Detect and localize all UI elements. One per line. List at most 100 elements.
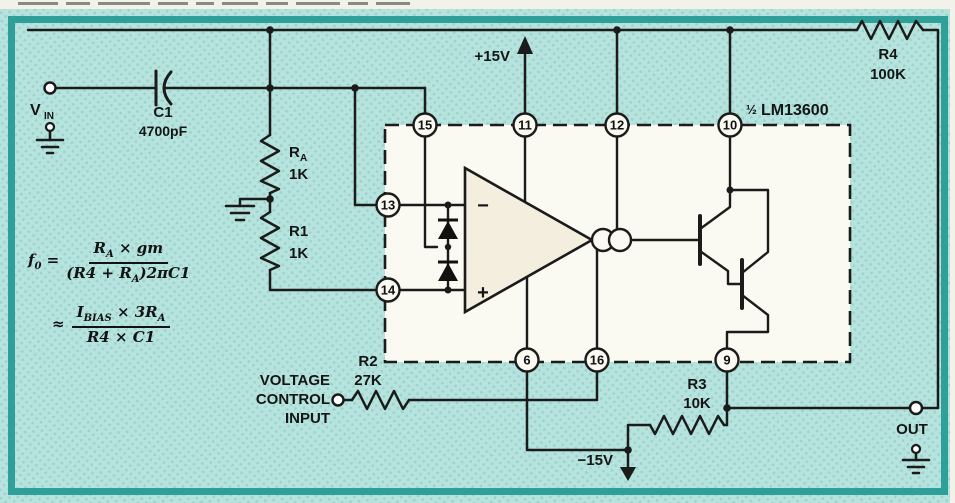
pin-6 [514,347,540,373]
formula-fraction-1: RA × gm (R4 + RA)2πC1 [66,239,191,285]
wire-pin13-branch [353,86,379,207]
terminal-control-input [331,393,345,407]
pin-13 [375,192,401,218]
pin-15 [412,112,438,138]
pin-16 [584,347,610,373]
pin-10 [717,112,743,138]
r1-value: 1K [289,245,308,262]
control-input-label-line2: CONTROL [256,391,330,408]
terminal-out [908,400,924,416]
wire-r2-to-pin16 [407,370,599,402]
resistor-r3 [648,414,726,436]
ground-symbol-output [901,443,931,475]
pin-14-number: 14 [381,283,396,298]
wire-r1-to-pin14 [268,268,379,292]
junction-dot [351,84,359,92]
ic-part-label: LM13600 [761,102,829,119]
plus15v-arrow [517,36,533,54]
frequency-formula-line1: f0 = RA × gm (R4 + RA)2πC1 [28,239,191,285]
junction-dot [444,201,452,209]
plus15v-label: +15V [475,48,510,65]
c1-name: C1 [153,104,172,121]
minus15v-arrow [620,467,636,481]
pin-12-number: 12 [610,118,624,133]
wire-to-mid-ground [238,197,272,208]
ra-name-sub: A [300,153,307,164]
formula-approx-sign: ≈ [52,315,65,334]
wire-r3-to-neg15 [626,423,652,452]
junction-dot [624,446,632,454]
frequency-formula-line2: ≈ IBIAS × 3RA R4 × C1 [52,303,171,346]
current-mirror [590,227,633,253]
transistor-q1-emitter [698,249,742,286]
formula-numerator-2: IBIAS × 3RA [71,303,171,328]
diode-pair [438,218,458,281]
minus15v-label: −15V [578,452,613,469]
formula-denominator-1: (R4 + RA)2πC1 [66,263,191,285]
wire-pin15-to-diodes [423,135,439,249]
formula-fraction-2: IBIAS × 3RA R4 × C1 [71,303,171,346]
ic-pins: 15 11 12 10 13 14 6 16 9 [375,112,743,373]
pin-16-number: 16 [590,353,604,368]
pin-12 [604,112,630,138]
resistor-r2 [350,389,411,411]
transistor-q1-collector [698,135,732,231]
pin-10-number: 10 [723,118,737,133]
figure-frame [8,16,948,495]
r3-name: R3 [687,376,706,393]
wire-rail-to-out [920,28,940,410]
c1-value: 4700pF [139,123,188,139]
pin-14 [375,277,401,303]
transistor-q2-emitter [725,293,770,351]
junction-dot [266,84,274,92]
junction-dot [726,186,734,194]
resistor-ra [259,133,281,195]
junction-dot [266,26,274,34]
junction-dot [723,404,731,412]
vin-label: V [30,102,41,119]
pin-9-number: 9 [723,353,730,368]
formula-numerator-1: RA × gm [88,239,169,264]
current-mirror-circle-right [607,227,633,253]
control-input-label-line3: INPUT [285,410,330,427]
pin-6-number: 6 [523,353,530,368]
r4-value: 100K [870,66,906,83]
ota-inverting-input-sign: − [477,195,489,217]
ra-name: R [289,144,300,161]
diode-lower [438,263,458,281]
r4-name: R4 [878,46,898,63]
resistor-r4 [855,19,925,41]
pin-11 [512,112,538,138]
page-edge-right [950,0,955,503]
control-input-label-line1: VOLTAGE [260,372,330,389]
pin-13-number: 13 [381,198,395,213]
wire-pin6-to-neg15 [525,369,630,452]
ra-value: 1K [289,166,308,183]
junction-dot [444,286,452,294]
r2-value: 27K [354,372,382,389]
r3-value: 10K [683,395,711,412]
r2-name: R2 [358,353,377,370]
ota-noninverting-input-sign: + [477,282,489,304]
diode-upper [438,221,458,239]
resistor-r1 [259,210,281,272]
junction-dot [726,26,734,34]
junction-dots [266,26,734,454]
junction-dot [266,195,274,203]
page-edge-text-remnant [18,2,410,5]
ic-fraction-label: ½ [746,102,757,117]
ground-symbol-divider [224,204,256,222]
transistor-q2-collector [728,188,770,275]
out-label: OUT [896,421,928,438]
junction-dot [613,26,621,34]
vin-label-sub: IN [44,111,54,122]
junction-dot [444,243,452,251]
formula-denominator-2: R4 × C1 [86,327,156,346]
pin-15-number: 15 [418,118,432,133]
ground-symbol-input [35,121,65,155]
terminal-vin [43,81,57,95]
r1-name: R1 [289,223,308,240]
formula-lhs: f0 = [28,251,60,273]
